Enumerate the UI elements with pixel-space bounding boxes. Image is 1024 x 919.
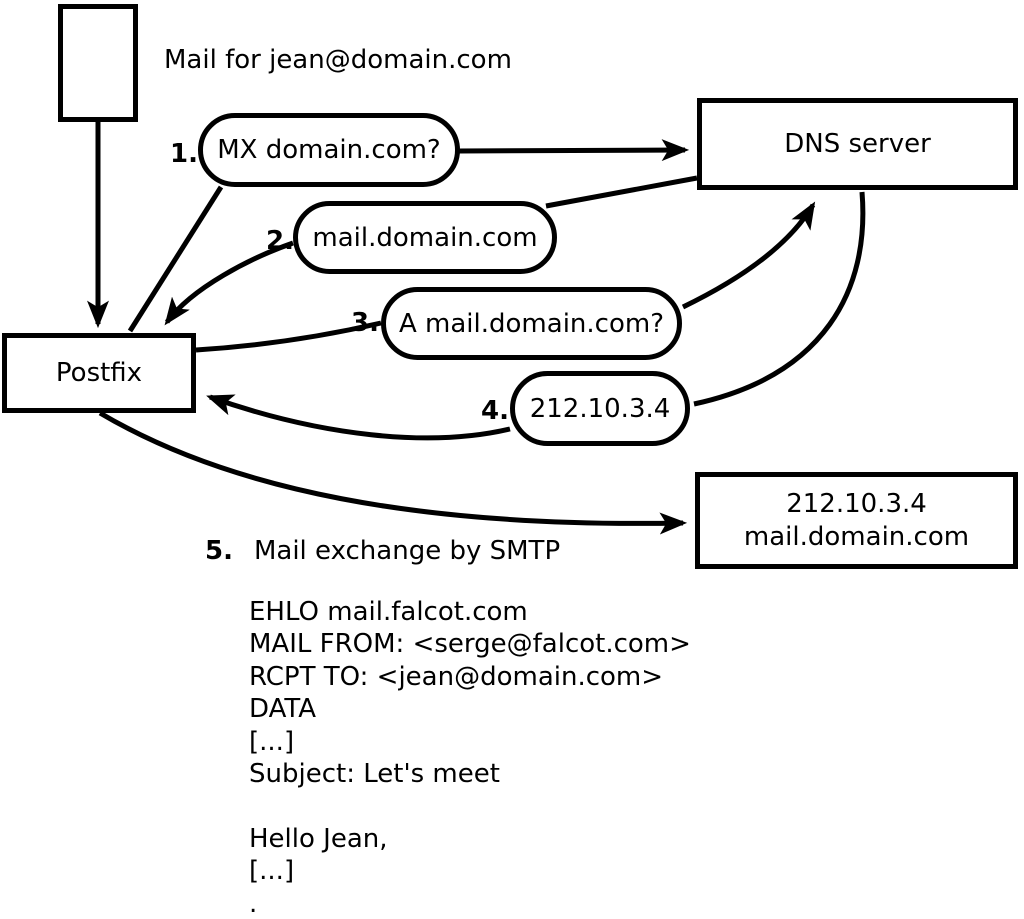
step-5-caption: 5. Mail exchange by SMTP bbox=[205, 537, 560, 565]
arrow-postfix-to-destination bbox=[98, 410, 688, 535]
line-dns-to-answer2 bbox=[545, 175, 698, 209]
answer-pill-mail-domain-label: mail.domain.com bbox=[312, 222, 538, 253]
step-1-number: 1. bbox=[170, 139, 198, 169]
arrow-answer2-to-postfix bbox=[164, 240, 294, 326]
step-3-number: 3. bbox=[351, 308, 379, 338]
postfix-node-label: Postfix bbox=[55, 358, 143, 388]
destination-ip-label: 212.10.3.4 bbox=[786, 488, 927, 519]
answer-pill-mail-domain: mail.domain.com bbox=[293, 201, 557, 274]
arrow-query1-to-dns bbox=[458, 139, 690, 162]
step-2-number: 2. bbox=[266, 226, 294, 256]
query-pill-a-record: A mail.domain.com? bbox=[381, 287, 682, 360]
mail-message-icon bbox=[58, 4, 138, 122]
smtp-session-text: EHLO mail.falcot.com MAIL FROM: <serge@f… bbox=[249, 597, 691, 919]
answer-pill-ip-address: 212.10.3.4 bbox=[510, 371, 690, 446]
arrow-answer4-to-postfix bbox=[206, 394, 511, 441]
step-5-label: Mail exchange by SMTP bbox=[253, 536, 561, 566]
destination-server-node: 212.10.3.4 mail.domain.com bbox=[695, 472, 1018, 569]
line-postfix-to-query3 bbox=[195, 320, 382, 353]
query-pill-mx-domain: MX domain.com? bbox=[198, 113, 460, 187]
mail-title-label: Mail for jean@domain.com bbox=[164, 45, 512, 75]
step-4-number: 4. bbox=[481, 396, 509, 426]
query-pill-a-record-label: A mail.domain.com? bbox=[399, 308, 664, 339]
step-5-number: 5. bbox=[205, 536, 233, 566]
dns-server-node-label: DNS server bbox=[784, 129, 931, 159]
answer-pill-ip-address-label: 212.10.3.4 bbox=[529, 393, 671, 424]
destination-hostname-label: mail.domain.com bbox=[743, 521, 970, 552]
query-pill-mx-domain-label: MX domain.com? bbox=[217, 135, 441, 165]
dns-server-node: DNS server bbox=[697, 98, 1018, 190]
arrow-query3-to-dns bbox=[681, 201, 816, 310]
postfix-node: Postfix bbox=[2, 333, 196, 413]
line-postfix-to-query1 bbox=[127, 185, 224, 333]
line-dns-to-answer4 bbox=[693, 191, 866, 407]
